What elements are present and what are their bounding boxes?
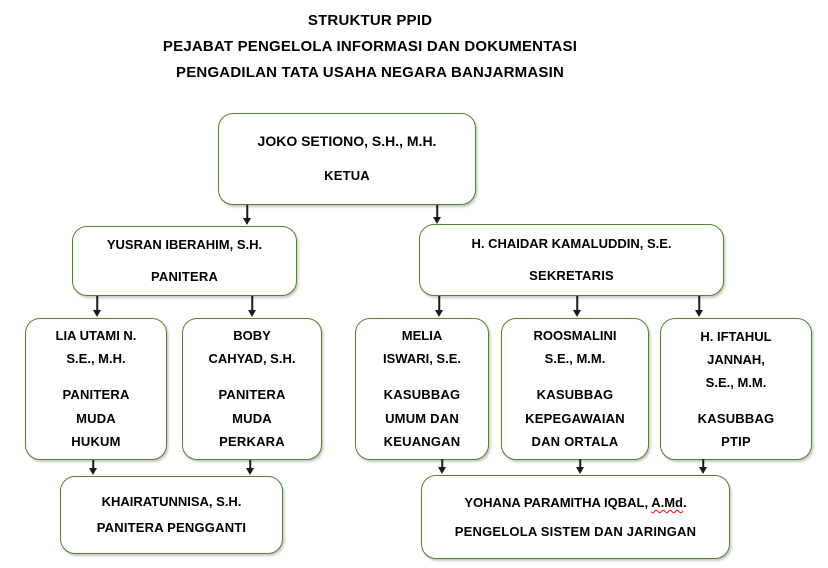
arrow-head-icon: [438, 467, 446, 474]
person-name: JOKO SETIONO, S.H., M.H.: [257, 133, 437, 150]
person-role: KASUBBAG UMUM DAN KEUANGAN: [383, 387, 461, 450]
person-role: KASUBBAG KEPEGAWAIAN DAN ORTALA: [525, 387, 625, 450]
arrow-kasubbag-umum-to-pengelola: [437, 459, 447, 474]
arrow-head-icon: [576, 467, 584, 474]
person-role: PENGELOLA SISTEM DAN JARINGAN: [454, 523, 697, 539]
arrow-head-icon: [243, 218, 251, 225]
arrow-muda-perkara-to-pengganti: [245, 460, 255, 475]
arrow-ketua-to-panitera: [242, 205, 252, 225]
chart-title: STRUKTUR PPID PEJABAT PENGELOLA INFORMAS…: [0, 8, 740, 86]
arrow-head-icon: [435, 310, 443, 317]
arrow-kasubbag-ptip-to-pengelola: [698, 459, 708, 474]
arrow-head-icon: [246, 468, 254, 475]
org-node-kasubbag-ptip: H. IFTAHUL JANNAH, S.E., M.M. KASUBBAG P…: [660, 318, 812, 460]
person-name: ROOSMALINI S.E., M.M.: [533, 328, 617, 367]
person-role: KASUBBAG PTIP: [697, 410, 775, 450]
title-line-1: STRUKTUR PPID: [307, 12, 433, 29]
arrow-head-icon: [433, 217, 441, 224]
title-line-2: PEJABAT PENGELOLA INFORMASI DAN DOKUMENT…: [162, 38, 578, 55]
org-node-panitera-muda-perkara: BOBY CAHYAD, S.H. PANITERA MUDA PERKARA: [182, 318, 322, 460]
person-name: LIA UTAMI N. S.E., M.H.: [55, 328, 137, 367]
arrow-panitera-to-muda-perkara: [247, 296, 257, 317]
arrow-sekretaris-to-kasubbag-umum: [434, 296, 444, 317]
arrow-sekretaris-to-kasubbag-ptip: [694, 296, 704, 317]
arrow-head-icon: [695, 310, 703, 317]
person-name: YUSRAN IBERAHIM, S.H.: [106, 237, 263, 253]
person-role: PANITERA: [150, 269, 219, 285]
org-node-pengelola-sistem-jaringan: YOHANA PARAMITHA IQBAL, A.Md. PENGELOLA …: [421, 475, 730, 559]
person-name: H. CHAIDAR KAMALUDDIN, S.E.: [471, 236, 672, 252]
arrow-head-icon: [699, 467, 707, 474]
arrow-ketua-to-sekretaris: [432, 205, 442, 224]
person-role: PANITERA MUDA PERKARA: [218, 387, 286, 450]
person-name: BOBY CAHYAD, S.H.: [208, 328, 296, 367]
arrow-head-icon: [89, 468, 97, 475]
person-role: SEKRETARIS: [529, 268, 614, 284]
person-name: YOHANA PARAMITHA IQBAL, A.Md.: [464, 494, 687, 510]
person-name: MELIA ISWARI, S.E.: [382, 328, 461, 367]
org-node-sekretaris: H. CHAIDAR KAMALUDDIN, S.E. SEKRETARIS: [419, 224, 724, 296]
arrow-muda-hukum-to-pengganti: [88, 460, 98, 475]
arrow-head-icon: [248, 310, 256, 317]
org-node-panitera: YUSRAN IBERAHIM, S.H. PANITERA: [72, 226, 297, 296]
org-node-kasubbag-umum-keuangan: MELIA ISWARI, S.E. KASUBBAG UMUM DAN KEU…: [355, 318, 489, 460]
org-node-kasubbag-kepegawaian-ortala: ROOSMALINI S.E., M.M. KASUBBAG KEPEGAWAI…: [501, 318, 649, 460]
arrow-head-icon: [93, 310, 101, 317]
person-role: PANITERA PENGGANTI: [96, 520, 247, 536]
person-name: KHAIRATUNNISA, S.H.: [101, 494, 242, 510]
person-role: PANITERA MUDA HUKUM: [62, 387, 130, 450]
arrow-kasubbag-kepegawaian-to-pengelola: [575, 459, 585, 474]
arrow-panitera-to-muda-hukum: [92, 296, 102, 317]
arrow-sekretaris-to-kasubbag-kepegawaian: [572, 296, 582, 317]
person-name: H. IFTAHUL JANNAH, S.E., M.M.: [700, 328, 772, 390]
title-line-3: PENGADILAN TATA USAHA NEGARA BANJARMASIN: [176, 64, 564, 81]
org-node-panitera-pengganti: KHAIRATUNNISA, S.H. PANITERA PENGGANTI: [60, 476, 283, 554]
org-node-panitera-muda-hukum: LIA UTAMI N. S.E., M.H. PANITERA MUDA HU…: [25, 318, 167, 460]
spellcheck-flagged-text: A.Md: [651, 494, 683, 510]
person-role: KETUA: [324, 168, 370, 184]
arrow-head-icon: [573, 310, 581, 317]
org-node-ketua: JOKO SETIONO, S.H., M.H. KETUA: [218, 113, 476, 205]
